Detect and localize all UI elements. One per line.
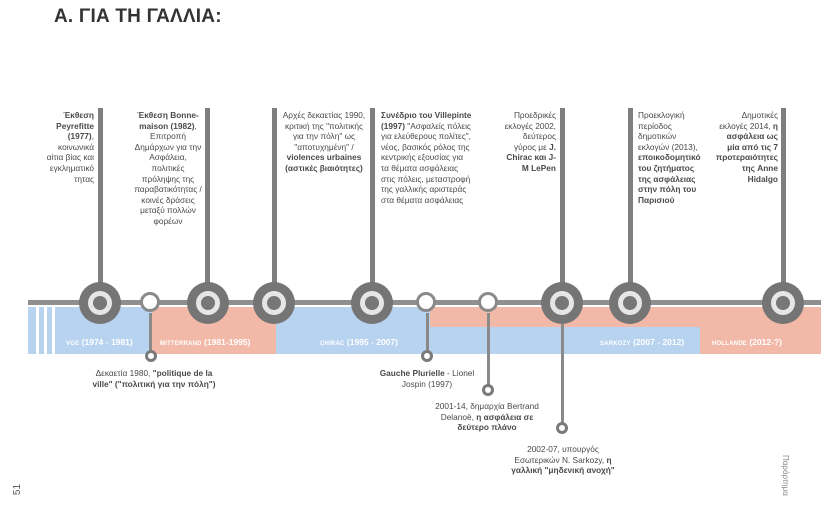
stem-politique-ville xyxy=(149,313,152,356)
era-label-sarkozy: SARKOZY (2007 - 2012) xyxy=(600,337,685,347)
note-peyrefitte: Έκθεση Peyrefitte (1977), κοινωνικά αίτι… xyxy=(46,110,94,184)
event-node xyxy=(79,282,121,324)
event-node xyxy=(609,282,651,324)
stem-2014 xyxy=(781,108,786,288)
stem-2013 xyxy=(628,108,633,288)
band-hollande xyxy=(700,307,821,354)
stem-sarkozy-interior xyxy=(561,324,564,426)
page-title: Α. ΓΙΑ ΤΗ ΓΑΛΛΙΑ: xyxy=(54,6,222,27)
band-sarkozy xyxy=(430,327,700,354)
note-2002: Προεδρικές εκλογές 2002, δεύτερος γύρος … xyxy=(504,110,556,173)
stem-villepinte xyxy=(370,108,375,288)
band-stripe xyxy=(36,307,39,354)
stem-end-dot xyxy=(556,422,568,434)
note-delanoe: 2001-14, δημαρχία Bertrand Delanoë, η ασ… xyxy=(435,401,539,433)
band-stripe xyxy=(52,307,55,354)
event-node xyxy=(351,282,393,324)
event-node xyxy=(762,282,804,324)
era-label-chirac: CHIRAC (1995 - 2007) xyxy=(320,337,398,347)
era-label-vge: VGE (1974 - 1981) xyxy=(66,337,133,347)
note-2014: Δημοτικές εκλογές 2014, η ασφάλεια ως μί… xyxy=(715,110,778,184)
page-number: 51 xyxy=(12,483,24,496)
note-villepinte: Συνέδριο του Villepinte (1997) "Ασφαλείς… xyxy=(381,110,472,205)
band-chirac xyxy=(276,307,430,354)
stem-bonnemaison xyxy=(205,108,210,288)
stem-gauche-plurielle xyxy=(426,313,429,356)
note-politique-ville: Δεκαετία 1980, "politique de la ville" (… xyxy=(92,368,216,389)
note-sarkozy-interior: 2002-07, υπουργός Εσωτερικών N. Sarkozy,… xyxy=(511,444,615,476)
minor-event-node xyxy=(478,292,498,312)
event-node xyxy=(187,282,229,324)
stem-delanoe xyxy=(487,313,490,386)
stem-end-dot xyxy=(145,350,157,362)
note-2013: Προεκλογική περίοδος δημοτικών εκλογών (… xyxy=(638,110,701,205)
minor-event-node xyxy=(416,292,436,312)
stem-end-dot xyxy=(482,384,494,396)
note-1990s: Αρχές δεκαετίας 1990, κριτική της "πολιτ… xyxy=(282,110,366,173)
stem-1990s xyxy=(272,108,277,288)
minor-event-node xyxy=(140,292,160,312)
note-bonnemaison: Έκθεση Bonne-maison (1982), Επιτροπή Δημ… xyxy=(134,110,202,226)
stem-end-dot xyxy=(421,350,433,362)
era-label-hollande: HOLLANDE (2012-?) xyxy=(712,337,782,347)
event-node xyxy=(253,282,295,324)
band-stripe xyxy=(44,307,47,354)
stem-peyrefitte xyxy=(98,108,103,288)
stem-2002 xyxy=(560,108,565,288)
era-label-mitterrand: MITTERRAND (1981-1995) xyxy=(160,337,251,347)
event-node xyxy=(541,282,583,324)
side-label: Παράρτημα xyxy=(781,455,790,496)
note-gauche-plurielle: Gauche Plurielle - Lionel Jospin (1997) xyxy=(379,368,475,389)
